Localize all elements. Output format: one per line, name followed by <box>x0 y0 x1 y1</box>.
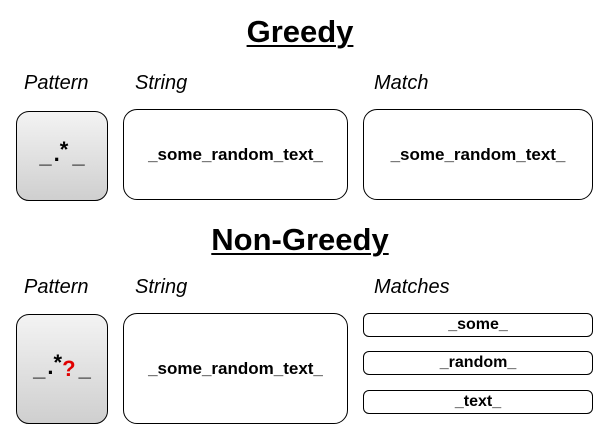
greedy-pattern-underscore-end: _ <box>72 143 85 168</box>
non-greedy-match-2: _random_ <box>363 351 593 375</box>
greedy-match-text: _some_random_text_ <box>390 144 566 164</box>
non-greedy-pattern-lazy-quantifier: ? <box>62 356 76 381</box>
greedy-pattern-star: * <box>59 137 69 162</box>
non-greedy-string-text: _some_random_text_ <box>148 358 323 378</box>
non-greedy-matches-label: Matches <box>374 276 450 298</box>
non-greedy-pattern-underscore-end: _ <box>78 356 91 381</box>
greedy-pattern-dot: . <box>53 141 60 166</box>
non-greedy-title: Non-Greedy <box>211 222 389 257</box>
greedy-pattern-box: _ . * _ <box>16 111 108 201</box>
non-greedy-match-3: _text_ <box>363 390 593 414</box>
non-greedy-match-1-text: _some_ <box>448 316 508 333</box>
non-greedy-pattern-dot: . <box>47 354 54 379</box>
greedy-string-label: String <box>135 72 188 94</box>
non-greedy-pattern-underscore-start: _ <box>33 356 46 381</box>
non-greedy-string-box: _some_random_text_ <box>123 313 348 424</box>
non-greedy-match-1: _some_ <box>363 313 593 337</box>
greedy-pattern-underscore-start: _ <box>39 143 52 168</box>
non-greedy-pattern-star: * <box>53 350 63 375</box>
non-greedy-match-3-text: _text_ <box>454 393 502 410</box>
greedy-pattern-label: Pattern <box>24 72 89 94</box>
non-greedy-pattern-label: Pattern <box>24 276 89 298</box>
non-greedy-match-2-text: _random_ <box>439 354 517 371</box>
non-greedy-pattern-box: _ . * ? _ <box>16 314 108 424</box>
greedy-match-label: Match <box>374 72 429 94</box>
greedy-string-text: _some_random_text_ <box>148 144 323 164</box>
greedy-title: Greedy <box>246 14 354 49</box>
greedy-string-box: _some_random_text_ <box>123 109 348 200</box>
greedy-match-box: _some_random_text_ <box>363 109 593 200</box>
non-greedy-string-label: String <box>135 276 188 298</box>
